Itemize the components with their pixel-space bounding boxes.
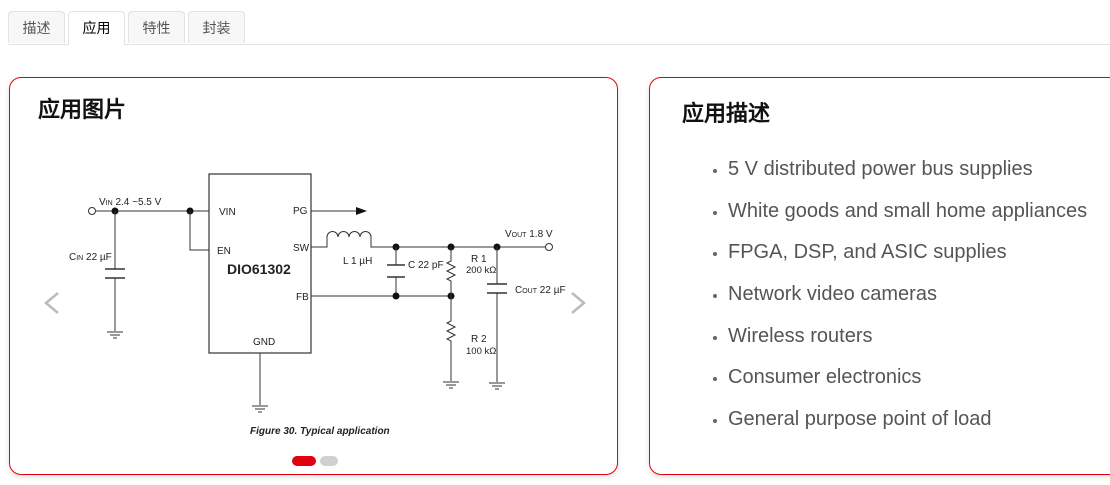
inductor bbox=[326, 231, 372, 238]
pin-vin: VIN bbox=[219, 207, 236, 218]
ground-symbol bbox=[252, 405, 268, 413]
pin-sw: SW bbox=[293, 243, 310, 254]
r2-value: 100 kΩ bbox=[466, 346, 496, 357]
pin-en: EN bbox=[217, 246, 231, 257]
list-item: FPGA, DSP, and ASIC supplies bbox=[728, 241, 1087, 283]
pin-fb: FB bbox=[296, 292, 309, 303]
carousel-indicators bbox=[292, 456, 338, 466]
list-item: Network video cameras bbox=[728, 283, 1087, 325]
vin-terminal bbox=[88, 207, 96, 215]
r1-name: R 1 bbox=[471, 254, 487, 265]
tab-bar: 描述 应用 特性 封装 bbox=[8, 11, 1110, 45]
pin-gnd: GND bbox=[253, 337, 275, 348]
application-list: 5 V distributed power bus supplies White… bbox=[708, 158, 1087, 450]
card-title: 应用描述 bbox=[682, 101, 771, 126]
tab-description[interactable]: 描述 bbox=[8, 11, 65, 43]
ground-symbol bbox=[107, 331, 123, 339]
r1-value: 200 kΩ bbox=[466, 265, 496, 276]
tab-features[interactable]: 特性 bbox=[128, 11, 185, 43]
application-description-card: 应用描述 5 V distributed power bus supplies … bbox=[649, 77, 1110, 475]
figure-caption: Figure 30. Typical application bbox=[250, 426, 390, 437]
ground-symbol bbox=[443, 381, 459, 389]
carousel-dot-2[interactable] bbox=[320, 456, 338, 466]
r2-name: R 2 bbox=[471, 334, 487, 345]
tab-package[interactable]: 封装 bbox=[188, 11, 245, 43]
list-item: Consumer electronics bbox=[728, 366, 1087, 408]
ground-symbol bbox=[489, 382, 505, 390]
cin-label: CIN 22 µF bbox=[69, 252, 112, 263]
chip-name: DIO61302 bbox=[227, 261, 291, 277]
list-item: General purpose point of load bbox=[728, 408, 1087, 450]
tab-application[interactable]: 应用 bbox=[68, 11, 125, 45]
resistor-r2 bbox=[445, 296, 457, 381]
chevron-right-icon bbox=[571, 292, 586, 314]
chevron-left-icon bbox=[44, 292, 59, 314]
pg-arrow bbox=[356, 207, 367, 215]
cout-label: COUT 22 µF bbox=[515, 285, 566, 296]
list-item: Wireless routers bbox=[728, 325, 1087, 367]
card-title: 应用图片 bbox=[38, 97, 127, 122]
list-item: White goods and small home appliances bbox=[728, 200, 1087, 242]
vout-terminal bbox=[545, 243, 553, 251]
vout-label: VOUT 1.8 V bbox=[505, 229, 553, 240]
carousel-next-button[interactable] bbox=[564, 283, 594, 323]
resistor-r1 bbox=[445, 247, 457, 296]
carousel-prev-button[interactable] bbox=[38, 283, 68, 323]
pin-pg: PG bbox=[293, 206, 308, 217]
cap-label: C 22 pF bbox=[408, 260, 444, 271]
vin-label: VIN 2.4 ~5.5 V bbox=[99, 197, 162, 208]
inductor-label: L 1 µH bbox=[343, 256, 372, 267]
carousel-dot-1[interactable] bbox=[292, 456, 316, 466]
application-image-card: 应用图片 bbox=[9, 77, 618, 475]
list-item: 5 V distributed power bus supplies bbox=[728, 158, 1087, 200]
typical-application-circuit: VIN 2.4 ~5.5 V CIN 22 µF VIN EN PG SW FB… bbox=[69, 173, 566, 437]
